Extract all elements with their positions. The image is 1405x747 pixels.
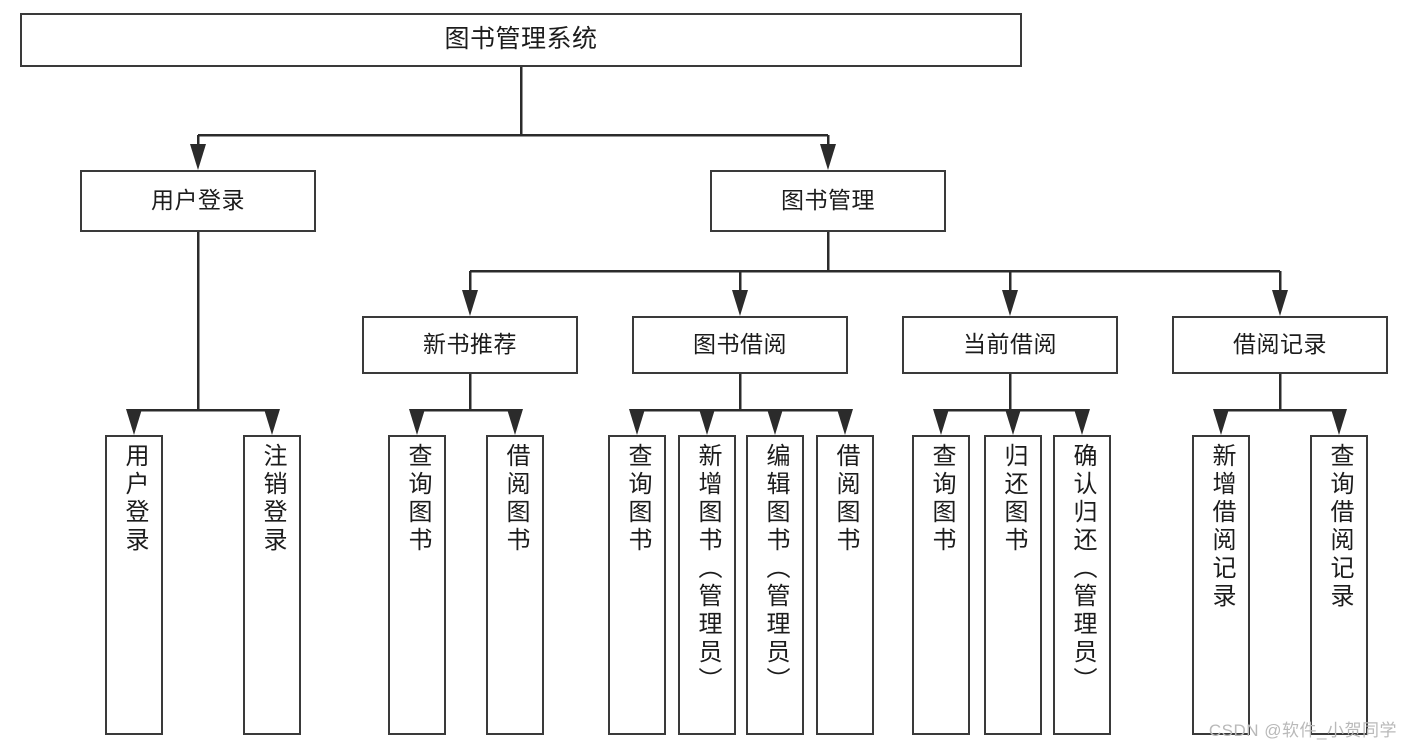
node-label: 借阅图书 (831, 443, 859, 555)
node-label: 确认归还（管理员） (1068, 443, 1096, 695)
node-label: 查询图书 (927, 443, 955, 555)
node-label: 借阅记录 (1233, 331, 1327, 358)
node-label: 查询图书 (403, 443, 431, 555)
node-label: 借阅图书 (501, 443, 529, 555)
node-leaf-query-book-3[interactable]: 查询图书 (912, 435, 970, 735)
node-label: 用户登录 (151, 187, 245, 214)
node-new-book-recommend[interactable]: 新书推荐 (362, 316, 578, 374)
node-label: 新增图书（管理员） (693, 443, 721, 695)
node-label: 当前借阅 (963, 331, 1057, 358)
node-label: 用户登录 (120, 443, 148, 555)
node-label: 编辑图书（管理员） (761, 443, 789, 695)
node-leaf-user-logout[interactable]: 注销登录 (243, 435, 301, 735)
node-root-system[interactable]: 图书管理系统 (20, 13, 1022, 67)
node-book-manage[interactable]: 图书管理 (710, 170, 946, 232)
node-borrow-record[interactable]: 借阅记录 (1172, 316, 1388, 374)
watermark-text: CSDN @软件_小贺同学 (1208, 721, 1397, 740)
node-label: 归还图书 (999, 443, 1027, 555)
node-label: 查询图书 (623, 443, 651, 555)
node-label: 图书管理 (781, 187, 875, 214)
node-leaf-add-borrow-record[interactable]: 新增借阅记录 (1192, 435, 1250, 735)
node-label: 注销登录 (258, 443, 286, 555)
node-label: 新书推荐 (423, 331, 517, 358)
node-leaf-add-book[interactable]: 新增图书（管理员） (678, 435, 736, 735)
node-leaf-borrow-book-1[interactable]: 借阅图书 (486, 435, 544, 735)
node-leaf-confirm-return[interactable]: 确认归还（管理员） (1053, 435, 1111, 735)
node-book-borrow[interactable]: 图书借阅 (632, 316, 848, 374)
node-label: 查询借阅记录 (1325, 443, 1353, 611)
node-label: 图书管理系统 (444, 25, 598, 54)
node-current-borrow[interactable]: 当前借阅 (902, 316, 1118, 374)
node-leaf-user-login[interactable]: 用户登录 (105, 435, 163, 735)
node-leaf-query-book-1[interactable]: 查询图书 (388, 435, 446, 735)
node-leaf-edit-book[interactable]: 编辑图书（管理员） (746, 435, 804, 735)
node-label: 图书借阅 (693, 331, 787, 358)
node-user-login[interactable]: 用户登录 (80, 170, 316, 232)
node-leaf-query-borrow-record[interactable]: 查询借阅记录 (1310, 435, 1368, 735)
node-leaf-return-book[interactable]: 归还图书 (984, 435, 1042, 735)
node-label: 新增借阅记录 (1207, 443, 1235, 611)
node-leaf-query-book-2[interactable]: 查询图书 (608, 435, 666, 735)
node-leaf-borrow-book-2[interactable]: 借阅图书 (816, 435, 874, 735)
